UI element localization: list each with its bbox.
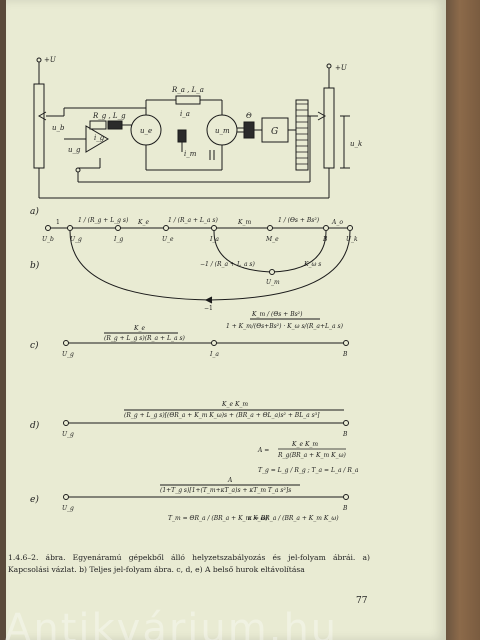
ra-la-resistor [175, 95, 201, 105]
b-gain-fb-ra: −1 / (R_a + L_a s) [200, 261, 256, 268]
b-node-ia [211, 225, 217, 231]
b-gain-km: K_m [237, 219, 251, 226]
b-label-ia: I_a [209, 236, 219, 243]
c-label-ia: I_a [209, 351, 219, 358]
g-label: G [271, 127, 278, 137]
d-eq-a-num: K_e K_m [291, 441, 318, 448]
c-num1: K_e [133, 325, 145, 332]
label-b: b) [30, 260, 40, 271]
b-gain-g3: 1 / (Θs + Bs²) [278, 217, 320, 224]
d-node-ug [63, 420, 69, 426]
paper-page [6, 0, 446, 640]
b-gain-one: 1 [56, 219, 60, 226]
b-node-ub [45, 225, 51, 231]
right-wiper-arrow [317, 111, 327, 121]
e-eq-tm: T_m = ΘR_a / (BR_a + K_m K_ω) [168, 515, 269, 522]
d-eq-a-den: R_g(BR_a + K_m K_ω) [277, 452, 346, 459]
gearbox-box [261, 117, 289, 143]
b-gain-ao: A_o [331, 219, 343, 226]
ug-label: u_g [68, 146, 81, 154]
b-gain-g1: 1 / (R_g + L_g s) [78, 217, 129, 224]
d-den: (R_g + L_g s)[(ΘR_a + K_m K_ω)s + (BR_a … [124, 412, 320, 419]
b-label-b: B [322, 236, 328, 243]
lg-inductor [107, 120, 123, 130]
rg-resistor [89, 120, 107, 130]
watermark-text: Antikvárium.hu [4, 606, 339, 640]
c-label-b: B [342, 351, 348, 358]
b-gain-g2: 1 / (R_a + L_a s) [168, 217, 218, 224]
page-number: 77 [356, 596, 368, 606]
b-node-me [267, 225, 273, 231]
b-label-ue: U_e [162, 236, 174, 243]
d-num: K_e K_m [221, 401, 248, 408]
plus-u-right: +U [335, 64, 348, 72]
b-node-b [323, 225, 329, 231]
b-node-uk [347, 225, 353, 231]
ub-label: u_b [52, 124, 65, 132]
left-wiper-arrow [37, 111, 47, 121]
ig-label: i_g [94, 134, 105, 142]
c-den2: 1 + K_m/(Θs+Bs²) · K_ω s/(R_a+L_a s) [226, 323, 344, 330]
c-node-ia [211, 340, 217, 346]
b-label-ub: U_b [42, 236, 54, 243]
c-label-ug: U_g [62, 351, 74, 358]
c-node-b [343, 340, 349, 346]
theta-label: Θ [246, 112, 252, 120]
b-node-ug [67, 225, 73, 231]
um-label: u_m [215, 127, 230, 135]
c-den1: (R_g + L_g s)(R_a + L_a s) [104, 335, 186, 342]
e-node-ug [63, 494, 69, 500]
label-d: d) [30, 420, 40, 431]
book-gutter [446, 0, 480, 640]
ue-label: u_e [140, 127, 152, 135]
im-label: i_m [184, 150, 197, 158]
b-gain-ke: K_e [137, 219, 149, 226]
e-num: A [227, 477, 233, 484]
b-label-uk: U_k [346, 236, 358, 243]
b-gain-minus-one: −1 [204, 305, 213, 312]
b-node-ig [115, 225, 121, 231]
d-label-b: B [342, 431, 348, 438]
figure-caption: 1.4.6–2. ábra. Egyenáramú gépekből álló … [8, 553, 370, 574]
d-eq-t: T_g = L_g / R_g ; T_a = L_a / R_a [258, 467, 359, 474]
b-label-me: M_e [265, 236, 279, 243]
ra-la-label: R_a , L_a [171, 86, 204, 94]
b-node-um [269, 269, 275, 275]
d-eq-a-lhs: A = [257, 447, 269, 454]
b-label-um: U_m [266, 279, 280, 286]
e-label-ug: U_g [62, 505, 74, 512]
b-label-ug: U_g [70, 236, 82, 243]
label-a: a) [30, 206, 39, 217]
right-potentiometer [323, 87, 335, 169]
b-node-ue [163, 225, 169, 231]
uk-label: u_k [350, 140, 362, 148]
ia-label: i_a [180, 110, 190, 118]
d-node-b [343, 420, 349, 426]
e-den: (1+T_g s)[1+(T_m+κT_a)s + κT_m T_a s²]s [160, 487, 291, 494]
plus-u-left: +U [44, 56, 57, 64]
b-gain-kw: K_ω s [303, 261, 321, 268]
flywheel [243, 121, 255, 139]
e-eq-k: κ = BR_a / (BR_a + K_m K_ω) [247, 515, 339, 522]
e-label-b: B [342, 505, 348, 512]
d-label-ug: U_g [62, 431, 74, 438]
c-node-ug [63, 340, 69, 346]
label-e: e) [30, 494, 39, 505]
b-label-ig: I_g [113, 236, 123, 243]
rg-lg-label: R_g , L_g [92, 112, 126, 120]
c-num2: K_m / (Θs + Bs²) [251, 311, 303, 318]
e-node-b [343, 494, 349, 500]
gear-rack [295, 99, 309, 171]
excitation-coil [177, 129, 187, 143]
left-potentiometer [33, 83, 45, 169]
label-c: c) [30, 340, 39, 351]
